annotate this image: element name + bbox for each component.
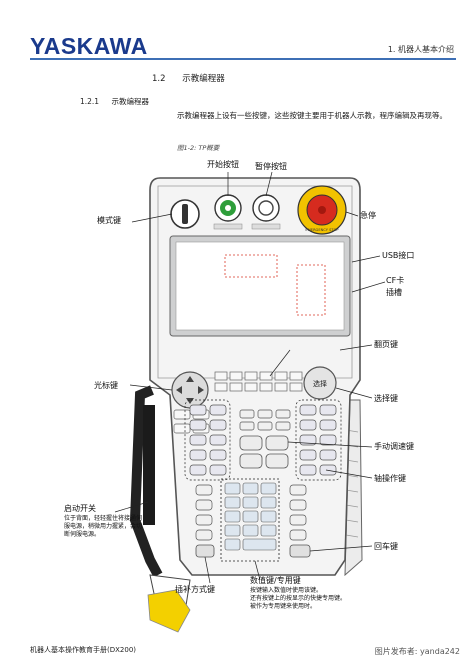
callout-enable-desc: 位于背面，轻轻握住将接通伺服电源，稍微用力握紧，会切断伺服电源。 [64, 515, 143, 538]
callout-numeric-desc-1: 按键输入数值时使用该键。 [250, 587, 323, 594]
callout-numeric-desc-2: 还有按键上的按显示的快捷专用键。 [250, 595, 347, 602]
hold-button-label-plate [251, 223, 281, 230]
callout-cursor-key: 光标键 [94, 381, 118, 390]
pendant-bezel [157, 185, 353, 379]
select-key-label: 选择 [313, 379, 327, 388]
center-operation-keys [239, 435, 289, 469]
function-keys-top [214, 371, 303, 392]
callout-enable-switch: 启动开关 [64, 504, 96, 513]
callout-start-button: 开始按钮 [207, 160, 239, 169]
mode-key-slot [182, 204, 188, 224]
header-rule [30, 58, 456, 60]
numeric-keypad-frame [220, 478, 280, 562]
subsection-heading: 1.2.1 示教编程器 [80, 96, 149, 107]
enter-key [289, 544, 311, 558]
callout-leaders [114, 171, 386, 584]
axis-highlight-left [184, 399, 231, 481]
bottom-side-keys [195, 484, 307, 541]
figure-caption: 图1-2: TP概要 [177, 144, 220, 152]
manual-speed-keys [239, 409, 291, 431]
screen-area [175, 241, 345, 331]
intro-paragraph: 示教编程器上设有一些按键，这些按键主要用于机器人示教，程序编辑及再现等。 [177, 111, 447, 120]
callout-cf-slot-2: 插槽 [386, 288, 402, 297]
callout-select-key: 选择键 [374, 394, 398, 403]
interpolation-key [195, 544, 215, 558]
callout-interp-key: 插补方式键 [175, 585, 215, 594]
start-button-lamp [225, 205, 231, 211]
callout-page-key: 翻页键 [374, 340, 398, 349]
callout-manual-speed: 手动调速键 [374, 442, 414, 451]
callout-estop: 急停 [360, 211, 376, 220]
usb-highlight [224, 254, 278, 278]
callout-cf-slot-1: CF卡 [386, 276, 405, 285]
estop-center [318, 206, 326, 214]
numeric-keys [224, 482, 277, 551]
chapter-header: 1. 机器人基本介绍 [387, 45, 454, 54]
footer-watermark: 图片发布者: yanda242 [374, 647, 460, 656]
axis-keys [189, 404, 337, 476]
yaskawa-logo: YASKAWA [30, 33, 148, 59]
callout-usb: USB接口 [382, 251, 415, 260]
section-number: 1.2 [152, 74, 166, 84]
callout-mode-key: 模式键 [97, 216, 121, 225]
axis-highlight-right [295, 399, 342, 481]
pendant-strap [129, 385, 163, 578]
select-key [303, 366, 337, 400]
footer-manual-title: 机器人基本操作教育手册(DX200) [30, 646, 137, 654]
estop-text: EMERGENCY STOP [305, 228, 339, 232]
subsection-title: 示教编程器 [111, 97, 149, 106]
callout-numeric-desc-3: 被作为专用键来使用时。 [250, 603, 317, 610]
start-button-label-plate [213, 223, 243, 230]
section-heading: 1.2 示教编程器 [152, 72, 225, 84]
callout-numeric-key: 数值键/专用键 [250, 576, 301, 585]
callout-axis-key: 轴操作键 [374, 474, 406, 483]
cable-plug [147, 589, 191, 633]
hold-button [258, 200, 274, 216]
subsection-number: 1.2.1 [80, 97, 100, 106]
callout-enter-key: 回车键 [374, 542, 398, 551]
section-title: 示教编程器 [182, 74, 225, 84]
callout-hold-button: 暂停按钮 [255, 162, 287, 171]
cf-slot-highlight [296, 264, 326, 316]
cursor-arrows [176, 376, 204, 404]
enable-switch-grip [143, 405, 155, 525]
